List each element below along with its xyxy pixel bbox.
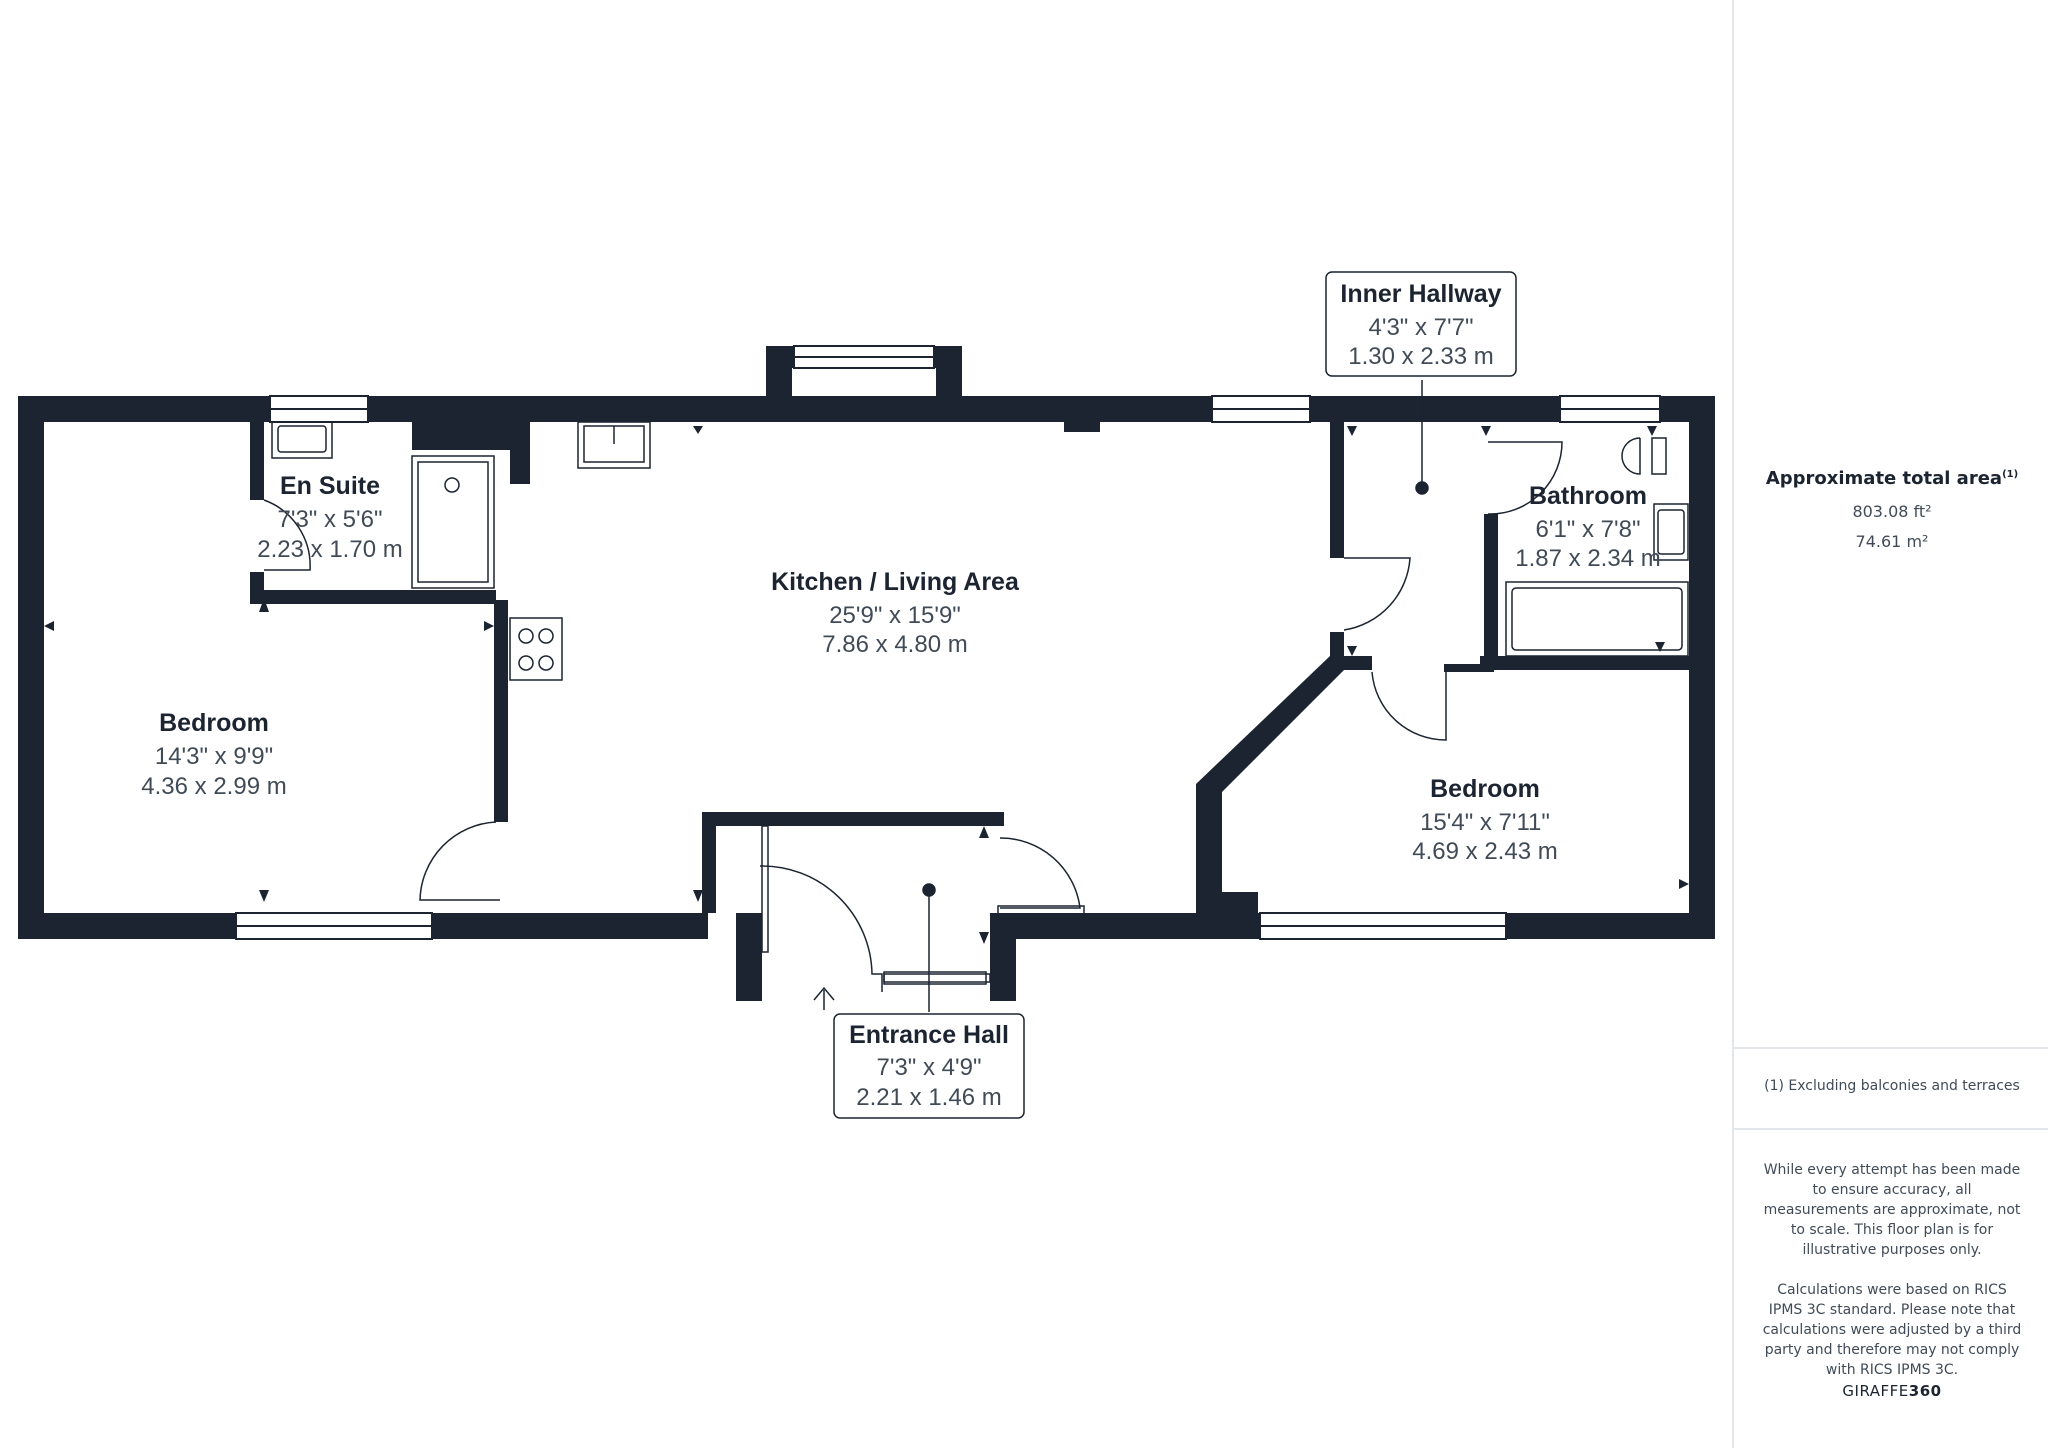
room-name: Entrance Hall bbox=[849, 1021, 1009, 1049]
room-dims-metric: 1.30 x 2.33 m bbox=[1348, 343, 1493, 370]
room-dims-imperial: 4'3" x 7'7" bbox=[1369, 314, 1474, 341]
total-area-title: Approximate total area(1) bbox=[1734, 468, 2048, 489]
dimension-arrows bbox=[44, 426, 1689, 944]
brand-logo-number: 360 bbox=[1908, 1382, 1942, 1400]
room-dims-imperial: 14'3" x 9'9" bbox=[155, 743, 273, 770]
room-name: Bedroom bbox=[1430, 775, 1540, 803]
panel-divider bbox=[1734, 1047, 2048, 1049]
room-dims-imperial: 7'3" x 4'9" bbox=[877, 1054, 982, 1081]
room-dims-metric: 4.69 x 2.43 m bbox=[1412, 838, 1557, 865]
room-dims-imperial: 25'9" x 15'9" bbox=[829, 602, 961, 629]
inner-hallway-label-box bbox=[1325, 271, 1517, 377]
room-name: Kitchen / Living Area bbox=[771, 568, 1020, 596]
footnote-text: (1) Excluding balconies and terraces bbox=[1764, 1078, 2020, 1094]
panel-divider bbox=[1734, 1128, 2048, 1130]
room-dims-metric: 7.86 x 4.80 m bbox=[822, 631, 967, 658]
room-name: En Suite bbox=[280, 472, 380, 500]
leader-lines bbox=[922, 380, 1429, 1012]
room-dims-metric: 4.36 x 2.99 m bbox=[141, 773, 286, 800]
brand-logo-text: GIRAFFE bbox=[1842, 1382, 1909, 1400]
total-area-m: 74.61 m² bbox=[1855, 532, 1929, 551]
room-name: Inner Hallway bbox=[1340, 280, 1501, 308]
room-dims-imperial: 6'1" x 7'8" bbox=[1536, 516, 1641, 543]
footnote-marker: (1) bbox=[2002, 469, 2019, 480]
doors bbox=[263, 441, 1563, 992]
room-dims-metric: 2.23 x 1.70 m bbox=[257, 536, 402, 563]
windows bbox=[235, 345, 1661, 940]
disclaimer: While every attempt has been made to ens… bbox=[1762, 1160, 2022, 1400]
room-name: Bedroom bbox=[159, 709, 269, 737]
room-dims-imperial: 7'3" x 5'6" bbox=[278, 506, 383, 533]
disclaimer-accuracy: While every attempt has been made to ens… bbox=[1763, 1162, 2021, 1258]
total-area-title-text: Approximate total area bbox=[1765, 468, 2003, 489]
brand-logo: GIRAFFE360 bbox=[1734, 1382, 2048, 1400]
disclaimer-calculation: Calculations were based on RICS IPMS 3C … bbox=[1762, 1282, 2022, 1378]
entrance-hall-label-box bbox=[833, 1013, 1025, 1119]
info-panel: Approximate total area(1) 803.08 ft² 74.… bbox=[1732, 0, 2048, 1448]
room-dims-metric: 2.21 x 1.46 m bbox=[856, 1084, 1001, 1111]
fixtures bbox=[271, 421, 1689, 1010]
total-area-ft: 803.08 ft² bbox=[1852, 502, 1932, 521]
room-dims-imperial: 15'4" x 7'11" bbox=[1420, 809, 1550, 836]
room-name: Bathroom bbox=[1529, 482, 1647, 510]
floor-plan: Bedroom 14'3" x 9'9" 4.36 x 2.99 m En Su… bbox=[18, 271, 1715, 1119]
room-dims-metric: 1.87 x 2.34 m bbox=[1515, 545, 1660, 572]
